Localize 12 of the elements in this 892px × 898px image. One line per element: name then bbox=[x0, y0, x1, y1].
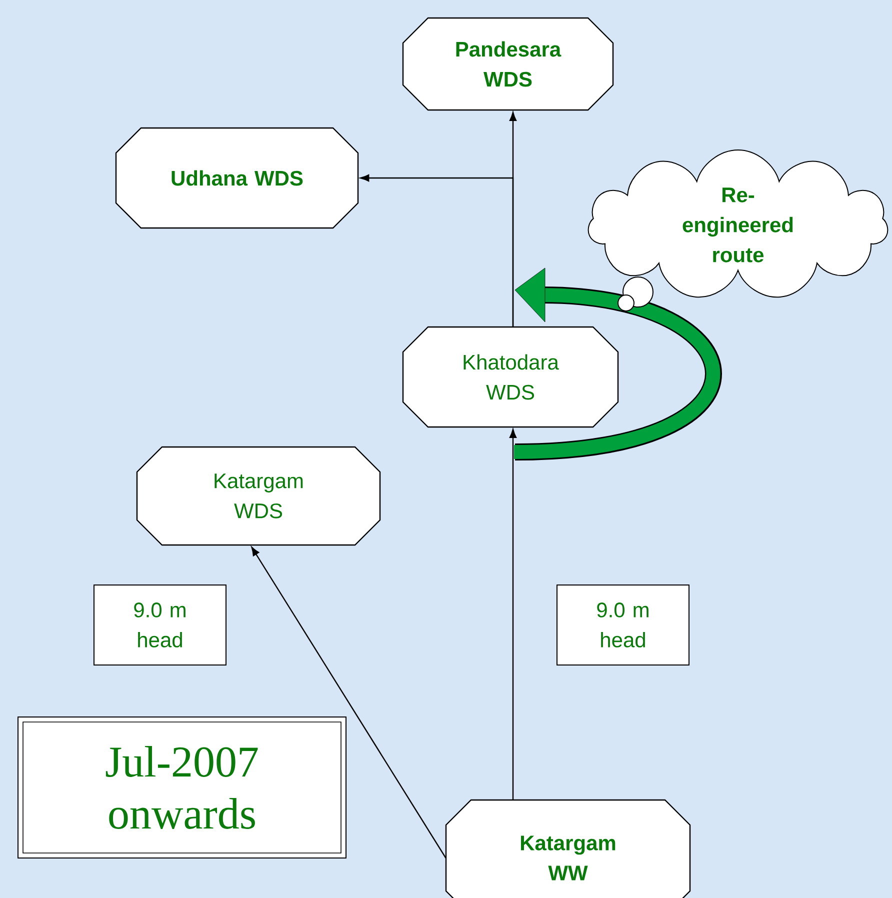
arrow bbox=[360, 174, 514, 327]
octagon-box: Katargam WDS bbox=[136, 446, 381, 546]
date-box: Jul-2007 onwards bbox=[18, 716, 346, 858]
label-box: 9.0 m head bbox=[556, 584, 690, 666]
cloud-callout: Re-engineered route bbox=[588, 150, 888, 312]
label-box: 9.0 m head bbox=[94, 584, 226, 666]
octagon-box: Pandesara WDS bbox=[402, 17, 614, 111]
octagon-box: Khatodara WDS bbox=[402, 326, 619, 428]
arrow bbox=[251, 546, 446, 858]
arrow bbox=[509, 428, 517, 800]
octagon-box: Katargam WW bbox=[445, 799, 691, 898]
octagon-box: Udhana WDS bbox=[115, 127, 359, 229]
